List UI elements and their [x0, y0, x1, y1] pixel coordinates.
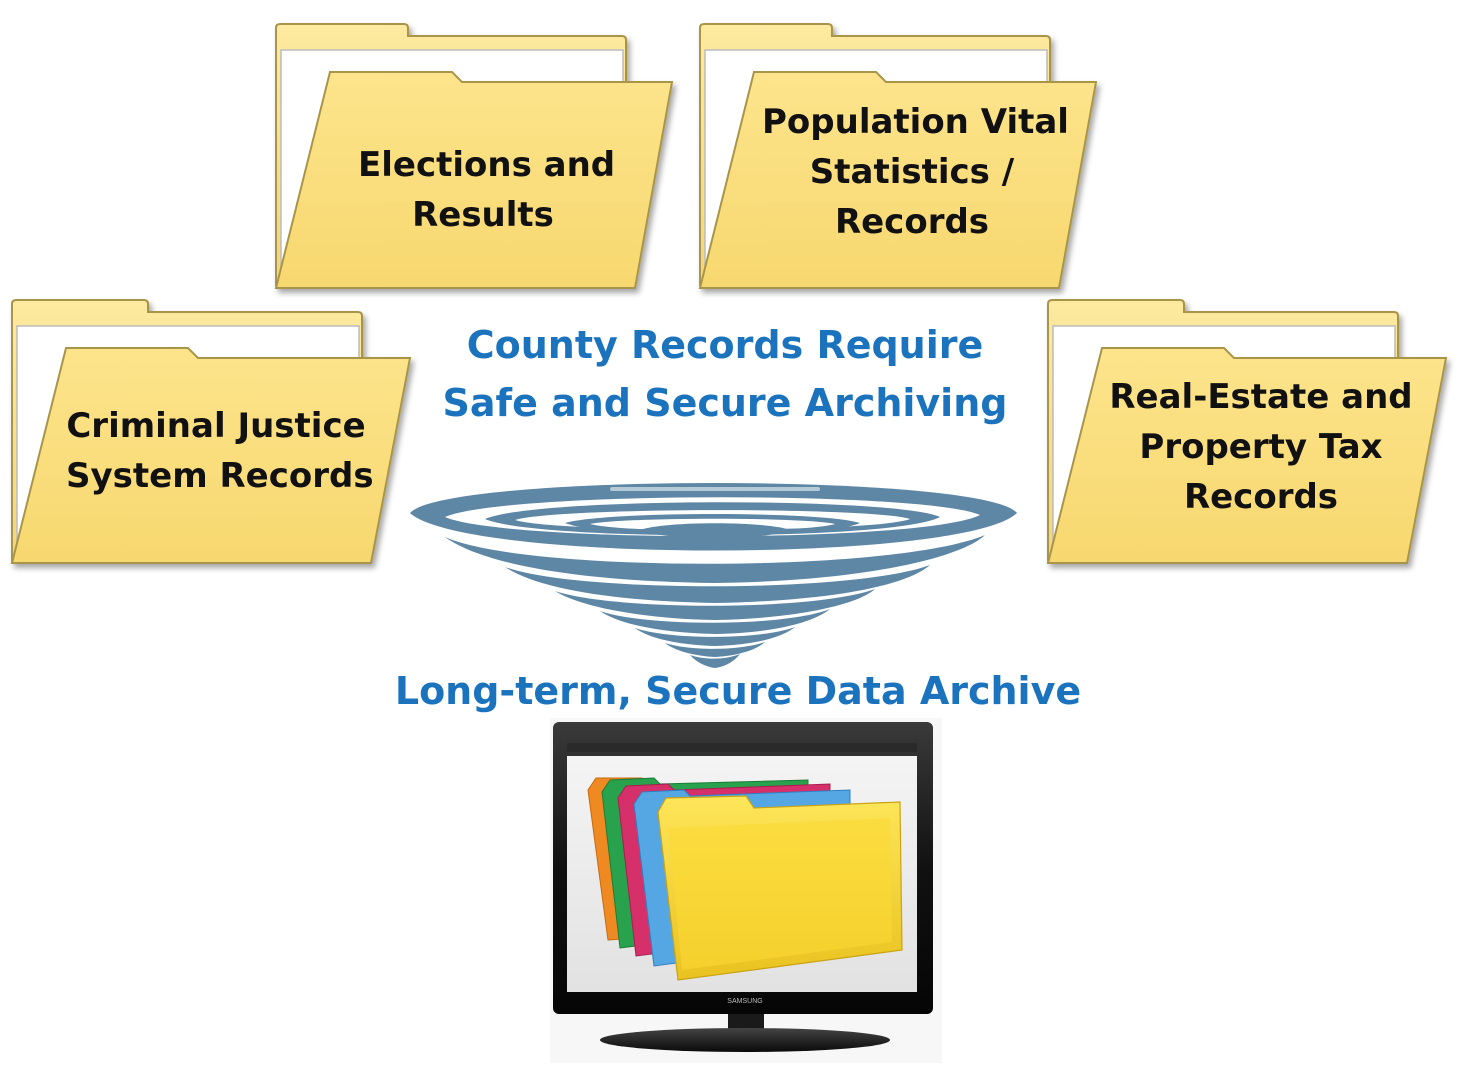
- tornado-funnel-icon: [405, 455, 1025, 675]
- folder-label-line: Property Tax: [1106, 422, 1416, 472]
- folder-elections: Elections and Results: [268, 10, 688, 300]
- archive-label: Long-term, Secure Data Archive: [380, 662, 1096, 720]
- headline-line-2: Safe and Secure Archiving: [425, 374, 1025, 432]
- folder-label-line: Results: [358, 190, 608, 240]
- monitor-icon: SAMSUNG: [550, 718, 942, 1063]
- folder-label-line: System Records: [66, 451, 366, 501]
- folder-population: Population Vital Statistics / Records: [692, 10, 1112, 300]
- folder-label-line: Criminal Justice: [66, 401, 366, 451]
- folder-realestate: Real-Estate and Property Tax Records: [1040, 286, 1460, 576]
- headline: County Records Require Safe and Secure A…: [425, 316, 1025, 432]
- folder-label-population: Population Vital Statistics / Records: [762, 97, 1062, 247]
- folder-label-elections: Elections and Results: [358, 140, 608, 240]
- folder-label-line: Records: [762, 197, 1062, 247]
- folder-criminal: Criminal Justice System Records: [4, 286, 424, 576]
- folder-label-line: Population Vital: [762, 97, 1062, 147]
- folder-label-criminal: Criminal Justice System Records: [66, 401, 366, 501]
- folder-label-line: Real-Estate and: [1106, 372, 1416, 422]
- headline-line-1: County Records Require: [425, 316, 1025, 374]
- folder-label-line: Records: [1106, 472, 1416, 522]
- folder-label-realestate: Real-Estate and Property Tax Records: [1106, 372, 1416, 522]
- folder-label-line: Statistics /: [762, 147, 1062, 197]
- folder-label-line: Elections and: [358, 140, 608, 190]
- monitor-brand: SAMSUNG: [727, 998, 762, 1005]
